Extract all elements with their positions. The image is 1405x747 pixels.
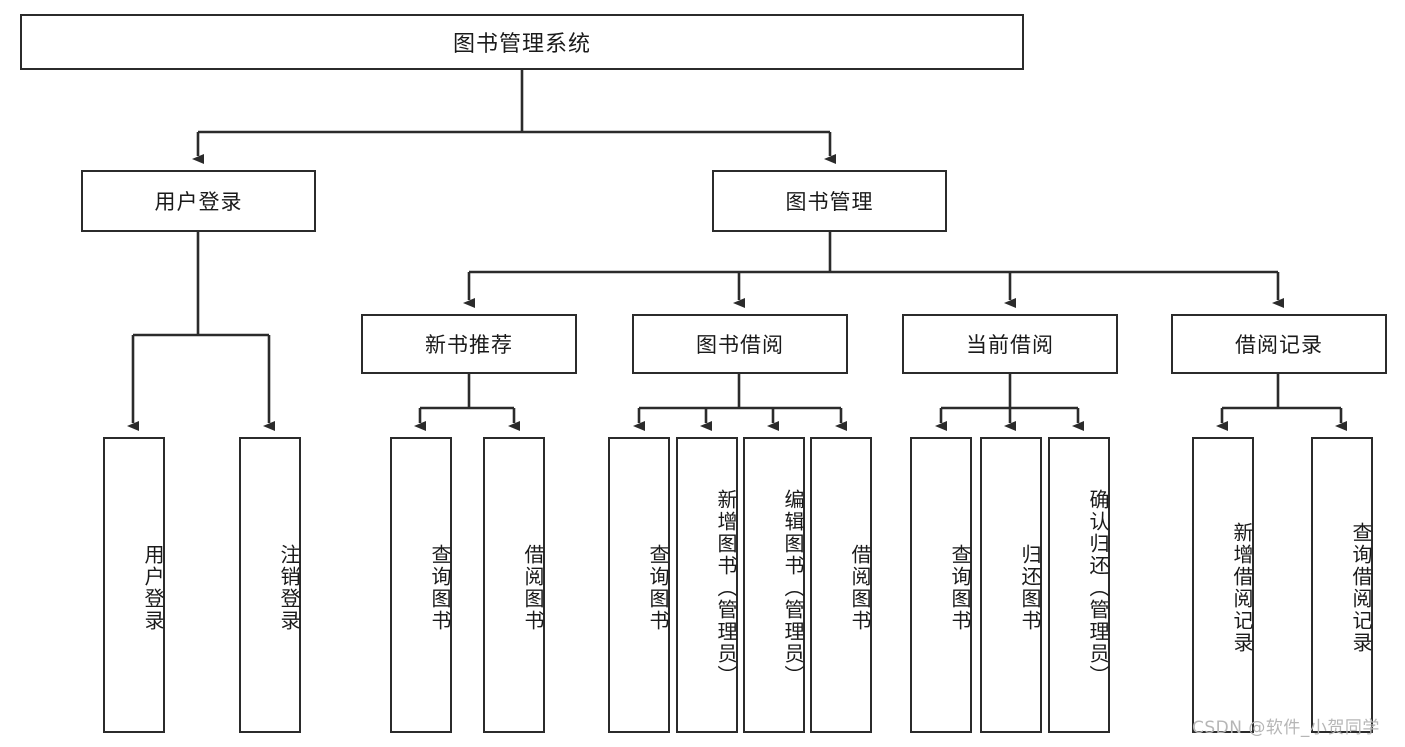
node-label: 图书借阅 [696, 333, 784, 357]
watermark: CSDN @软件_小贺同学 [1192, 718, 1380, 738]
leaf-logout-login[interactable]: 注销登录 [239, 437, 301, 733]
node-label: 用户登录 [154, 190, 243, 214]
node-label: 查询借阅记录 [1349, 522, 1373, 654]
node-label: 借阅记录 [1235, 333, 1323, 357]
node-book-borrow[interactable]: 图书借阅 [632, 314, 848, 374]
node-label: 归还图书 [1018, 544, 1042, 632]
leaf-query-book-borrow[interactable]: 查询图书 [608, 437, 670, 733]
node-label: 编辑图书（管理员） [781, 489, 805, 687]
node-book-manage[interactable]: 图书管理 [712, 170, 947, 232]
leaf-borrow-book-recommend[interactable]: 借阅图书 [483, 437, 545, 733]
node-label: 查询图书 [948, 544, 972, 632]
node-borrow-record[interactable]: 借阅记录 [1171, 314, 1387, 374]
node-label: 新增借阅记录 [1230, 522, 1254, 654]
node-label: 借阅图书 [848, 544, 872, 632]
leaf-query-book-current[interactable]: 查询图书 [910, 437, 972, 733]
node-current-borrow[interactable]: 当前借阅 [902, 314, 1118, 374]
node-label: 当前借阅 [966, 333, 1054, 357]
node-label: 新增图书（管理员） [714, 489, 738, 687]
leaf-query-book-recommend[interactable]: 查询图书 [390, 437, 452, 733]
leaf-query-borrow-record[interactable]: 查询借阅记录 [1311, 437, 1373, 733]
node-label: 图书管理 [785, 190, 874, 214]
node-root-system[interactable]: 图书管理系统 [20, 14, 1024, 70]
node-label: 注销登录 [277, 544, 301, 632]
node-label: 查询图书 [646, 544, 670, 632]
node-user-login[interactable]: 用户登录 [81, 170, 316, 232]
leaf-add-book-admin[interactable]: 新增图书（管理员） [676, 437, 738, 733]
node-label: 新书推荐 [425, 333, 513, 357]
leaf-edit-book-admin[interactable]: 编辑图书（管理员） [743, 437, 805, 733]
leaf-add-borrow-record[interactable]: 新增借阅记录 [1192, 437, 1254, 733]
leaf-user-login[interactable]: 用户登录 [103, 437, 165, 733]
node-label: 确认归还（管理员） [1086, 489, 1110, 687]
node-label: 用户登录 [141, 544, 165, 632]
node-label: 查询图书 [428, 544, 452, 632]
node-label: 借阅图书 [521, 544, 545, 632]
leaf-confirm-return-admin[interactable]: 确认归还（管理员） [1048, 437, 1110, 733]
node-new-book-recommend[interactable]: 新书推荐 [361, 314, 577, 374]
node-label: 图书管理系统 [452, 32, 591, 57]
leaf-return-book[interactable]: 归还图书 [980, 437, 1042, 733]
leaf-borrow-book-borrow[interactable]: 借阅图书 [810, 437, 872, 733]
